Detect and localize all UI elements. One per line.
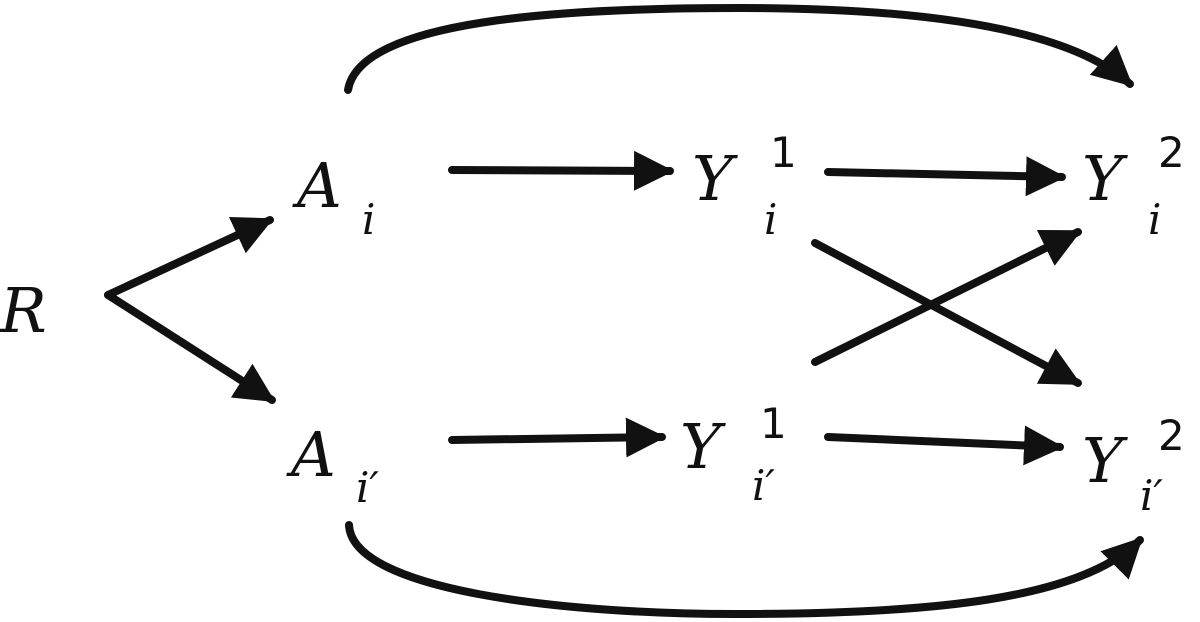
edge-a-i-to-y2-i-curved [344, 3, 1134, 94]
node-y1-i-prime-superscript: 1 [760, 399, 787, 448]
edge-a-i-prime-to-y2-i-prime-curved [345, 521, 1144, 619]
node-y1-i-subscript: i [764, 195, 777, 244]
edge-y1-i-prime-to-y2-i-prime [824, 425, 1064, 466]
node-y2-i-subscript: i [1148, 195, 1161, 244]
node-y2-i-prime: Y 2 i′ [1082, 411, 1185, 520]
node-r-letter: R [0, 274, 47, 347]
node-y2-i-prime-letter: Y [1082, 424, 1128, 497]
node-y2-i-letter: Y [1082, 142, 1128, 215]
node-y2-i-prime-superscript: 2 [1158, 411, 1185, 460]
node-a-i: A i [292, 149, 375, 244]
edge-r-to-a-i [104, 216, 274, 299]
node-y2-i-prime-subscript: i′ [1140, 471, 1163, 520]
edges [104, 3, 1144, 619]
node-y1-i-letter: Y [692, 142, 738, 215]
node-y1-i-superscript: 1 [770, 128, 797, 177]
node-y1-i: Y 1 i [692, 128, 797, 244]
node-a-i-subscript: i [362, 195, 375, 244]
node-y1-i-prime-subscript: i′ [752, 461, 775, 510]
node-y2-i: Y 2 i [1082, 128, 1185, 244]
node-a-i-prime-subscript: i′ [356, 463, 379, 512]
node-r: R [0, 274, 47, 347]
node-y1-i-prime: Y 1 i′ [680, 399, 787, 510]
node-y2-i-superscript: 2 [1158, 128, 1185, 177]
node-a-i-letter: A [292, 149, 342, 222]
node-a-i-prime-letter: A [286, 418, 336, 491]
edge-y1-i-to-y2-i [824, 156, 1066, 197]
node-y1-i-prime-letter: Y [680, 410, 726, 483]
edge-y1-i-prime-to-y2-i [811, 228, 1082, 366]
edge-y1-i-to-y2-i-prime [811, 239, 1082, 387]
edge-r-to-a-i-prime [104, 291, 276, 404]
node-a-i-prime: A i′ [286, 418, 379, 512]
edge-a-i-to-y1-i [448, 150, 674, 191]
edge-a-i-prime-to-y1-i-prime [448, 417, 666, 458]
